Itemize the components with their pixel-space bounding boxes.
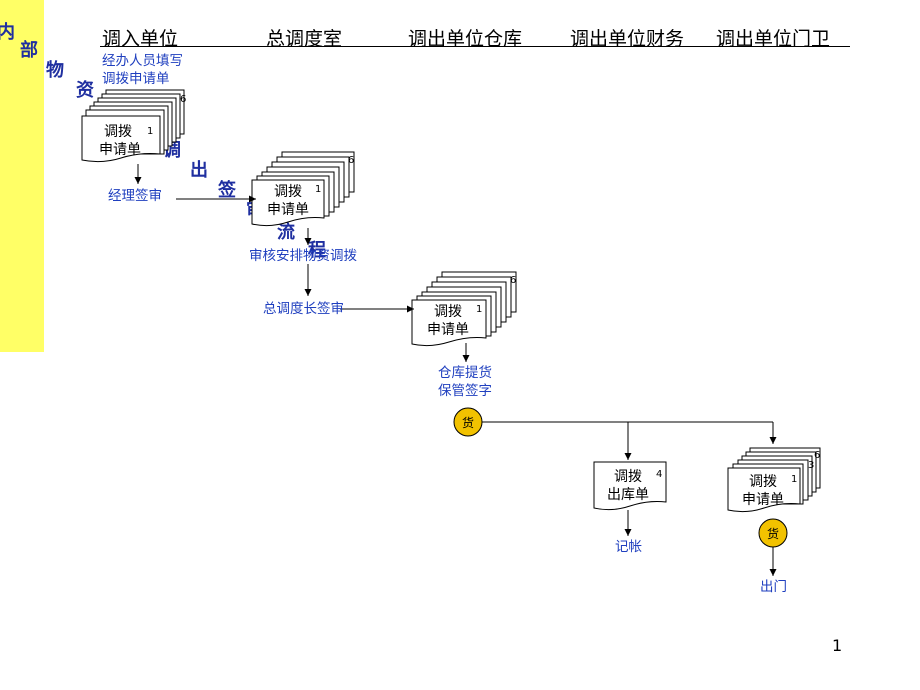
label-warehouse-pickup: 仓库提货 [438,365,492,381]
header-gate: 调出单位门卫 [716,28,831,50]
page-number: 1 [832,636,843,655]
header-warehouse: 调出单位仓库 [408,28,523,50]
stack-2-last-number: 6 [348,155,354,166]
stack-3-last-number: 6 [510,275,516,286]
document-stack-4: 6 3 1 调拨 申请单 [727,447,821,513]
document-stack-2: 6 1 调拨 申请单 [251,151,355,227]
stack-2-first-number: 1 [315,184,321,195]
title-char-2: 部 [20,40,38,61]
goods-circle-2-label: 货 [767,526,779,541]
stack-4-last-number: 6 [814,450,820,461]
label-bookkeeping: 记帐 [615,539,642,555]
title-char-6: 出 [190,160,208,181]
goods-circle-1: 货 [453,407,483,437]
stack-3-first-number: 1 [476,304,482,315]
stack-2-line2: 申请单 [267,202,309,218]
title-char-10: 程 [308,240,326,261]
header-finance: 调出单位财务 [570,28,685,50]
document-stack-1: 6 1 调拨 申请单 [81,89,186,163]
stack-1-line1: 调拨 [104,124,132,140]
label-fill-form-2: 调拨申请单 [102,71,170,87]
stack-1-line2: 申请单 [99,142,141,158]
title-sidebar [0,0,44,352]
stack-1-last-number: 6 [180,94,186,105]
stock-out-line2: 出库单 [607,487,649,503]
stack-1-first-number: 1 [147,126,153,137]
stack-3-line1: 调拨 [434,304,462,320]
label-chief-sign: 总调度长签审 [263,301,344,317]
stack-3-line2: 申请单 [427,322,469,338]
label-manager-sign: 经理签审 [108,188,162,204]
title-char-1: 内 [0,22,15,43]
stock-out-number: 4 [656,469,662,480]
stack-4-line2: 申请单 [742,492,784,508]
stack-4-first-number: 1 [791,474,797,485]
stack-4-line1: 调拨 [749,474,777,490]
document-stack-3: 6 1 调拨 申请单 [411,271,517,347]
label-exit-gate: 出门 [760,579,787,595]
header-rule [100,46,850,47]
label-review-arrange: 审核安排物资调拨 [249,248,357,264]
label-fill-form: 经办人员填写 [102,53,183,69]
stock-out-line1: 调拨 [614,469,642,485]
title-char-3: 物 [46,60,64,81]
label-keeper-sign: 保管签字 [438,383,492,399]
stack-4-extra-number: 3 [808,460,814,471]
stock-out-document: 4 调拨 出库单 [593,461,667,511]
header-receiving-unit: 调入单位 [102,28,179,50]
title-char-9: 流 [277,222,295,243]
goods-circle-2: 货 [758,518,788,548]
stack-2-line1: 调拨 [274,184,302,200]
header-dispatch-office: 总调度室 [266,28,343,50]
title-char-4: 资 [76,80,94,101]
goods-circle-1-label: 货 [462,415,474,430]
title-char-7: 签 [218,180,236,201]
